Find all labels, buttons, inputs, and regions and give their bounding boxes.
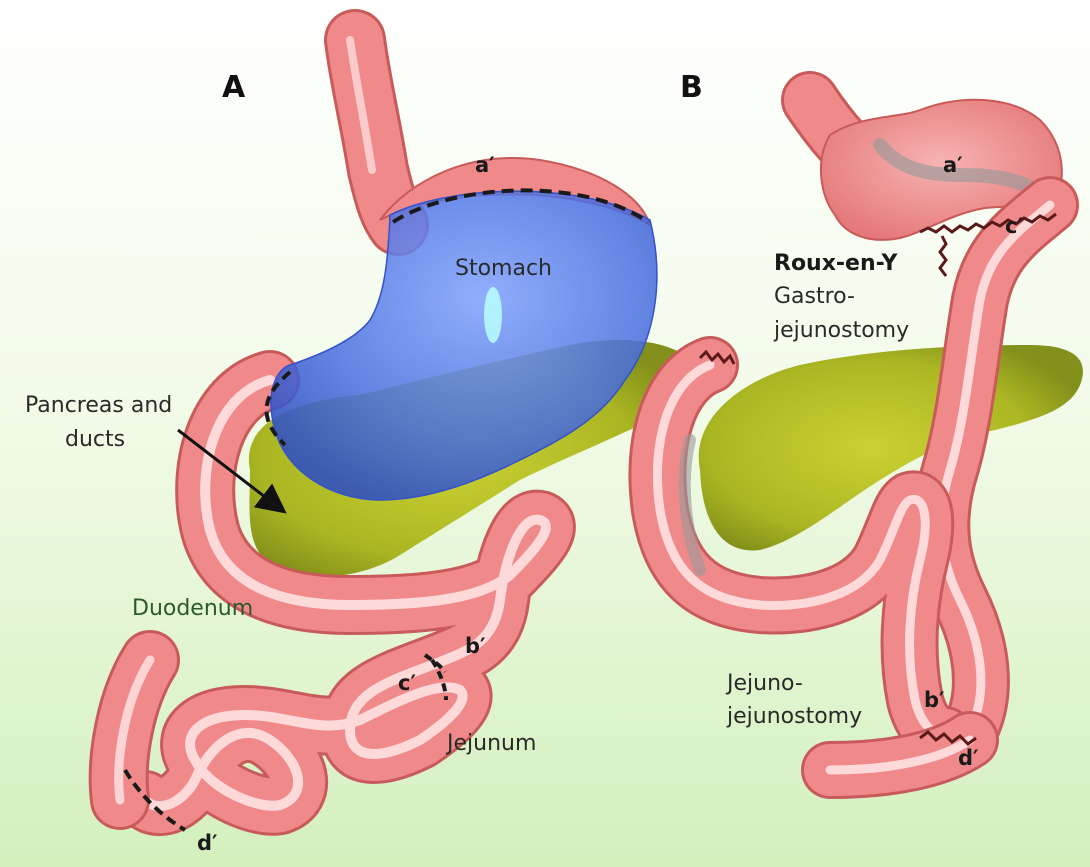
label-b-prime-left: b′ [465,634,486,658]
label-jejunum: Jejunum [445,731,536,756]
label-jj-line1: Jejuno- [725,671,803,696]
label-pancreas-line2: ducts [65,427,125,452]
panel-letter-a: A [222,70,246,105]
label-pancreas-line1: Pancreas and [25,393,172,418]
label-roux-line1: Roux-en-Y [774,251,899,276]
label-roux-line2: Gastro- [774,284,855,309]
label-a-prime-left: a′ [475,153,495,177]
label-b-prime-right: b′ [924,688,945,712]
label-d-prime-left: d′ [197,831,218,855]
panel-letter-b: B [680,70,703,105]
stomach-highlight [484,287,502,343]
label-duodenum: Duodenum [132,596,253,621]
label-c-prime-right: c′ [1005,214,1023,238]
label-d-prime-right: d′ [958,746,979,770]
label-c-prime-left: c′ [398,671,416,695]
label-roux-line3: jejunostomy [773,318,909,343]
label-stomach: Stomach [455,256,552,281]
label-jj-line2: jejunostomy [726,704,862,729]
label-a-prime-right: a′ [943,153,963,177]
